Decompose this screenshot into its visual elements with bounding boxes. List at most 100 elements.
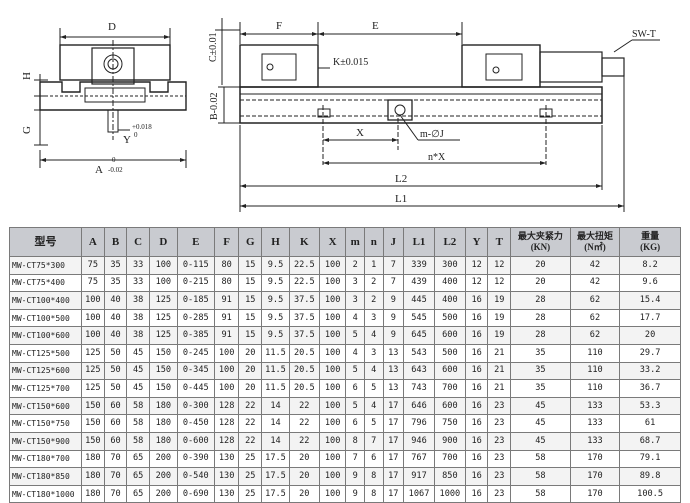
table-cell: 200 <box>148 449 178 469</box>
table-cell: 35 <box>510 379 571 398</box>
table-cell: 11.5 <box>261 361 290 381</box>
table-cell: 28 <box>510 308 571 328</box>
table-cell: 170 <box>569 449 621 469</box>
table-cell: 58 <box>126 431 150 451</box>
table-cell: 20 <box>238 343 263 363</box>
table-cell: 79.1 <box>619 449 681 469</box>
table-cell: 700 <box>433 449 466 469</box>
table-cell: 100 <box>318 379 347 398</box>
table-cell: 2 <box>364 291 384 310</box>
header-cell: K <box>288 227 320 257</box>
header-cell: D <box>148 227 178 257</box>
table-cell: 35 <box>510 343 571 363</box>
table-cell: 150 <box>148 361 178 381</box>
table-cell: 6 <box>345 379 365 398</box>
table-cell: 70 <box>103 467 128 486</box>
table-cell: 150 <box>148 343 178 363</box>
model-cell: MW-CT150*750 <box>8 414 83 433</box>
table-cell: 37.5 <box>288 326 320 345</box>
table-cell: 4 <box>345 308 365 328</box>
table-cell: 45 <box>126 343 150 363</box>
table-cell: 9.5 <box>261 291 290 310</box>
table-cell: 946 <box>403 431 435 451</box>
table-cell: 125 <box>81 343 105 363</box>
table-cell: 20 <box>238 361 263 381</box>
header-max-torque-unit: (N㎡) <box>584 242 606 252</box>
table-cell: 6 <box>364 449 384 469</box>
label-nX: n*X <box>428 152 446 163</box>
table-cell: 180 <box>81 484 105 503</box>
table-cell: 130 <box>213 449 240 469</box>
table-cell: 100 <box>148 256 178 275</box>
table-cell: 9.5 <box>261 326 290 345</box>
table-cell: 16 <box>464 449 489 469</box>
table-cell: 100 <box>318 273 347 293</box>
table-cell: 12 <box>464 273 489 293</box>
table-cell: 4 <box>364 326 384 345</box>
label-X: X <box>356 127 364 139</box>
table-cell: 8 <box>364 467 384 486</box>
table-cell: 13 <box>382 343 405 363</box>
label-y-tol-top: +0.018 <box>132 123 152 131</box>
label-B: B-0.02 <box>209 93 220 121</box>
table-cell: 645 <box>403 326 435 345</box>
table-header-row: 型号 A B C D E F G H K X m n J L1 L2 Y T 最… <box>8 227 681 257</box>
table-cell: 22 <box>238 396 263 416</box>
table-cell: 7 <box>382 273 405 293</box>
table-cell: 33 <box>126 256 150 275</box>
model-cell: MW-CT100*500 <box>8 308 83 328</box>
table-cell: 45 <box>510 431 571 451</box>
table-cell: 58 <box>126 396 150 416</box>
table-cell: 21 <box>487 343 512 363</box>
table-cell: 110 <box>569 379 621 398</box>
table-cell: 200 <box>148 467 178 486</box>
table-cell: 68.7 <box>619 431 681 451</box>
table-cell: 100 <box>148 273 178 293</box>
table-cell: 180 <box>148 414 178 433</box>
table-cell: 6 <box>345 414 365 433</box>
table-cell: 0-540 <box>176 467 215 486</box>
table-cell: 11.5 <box>261 379 290 398</box>
table-cell: 22 <box>288 431 320 451</box>
table-cell: 15 <box>238 308 263 328</box>
label-F: F <box>276 20 282 32</box>
table-cell: 20 <box>288 449 320 469</box>
table-cell: 80 <box>213 256 240 275</box>
table-cell: 91 <box>213 326 240 345</box>
table-cell: 20.5 <box>288 343 320 363</box>
header-cell: L2 <box>433 227 466 257</box>
table-cell: 21 <box>487 361 512 381</box>
vise-drawing-svg: D H G Y +0.018 0 A 0 -0.02 F E C±0.01 K±… <box>21 18 660 212</box>
table-cell: 8 <box>345 431 365 451</box>
label-C: C±0.01 <box>208 32 219 62</box>
table-cell: 150 <box>81 431 105 451</box>
table-cell: 8.2 <box>619 256 681 275</box>
table-cell: 61 <box>619 414 681 433</box>
table-cell: 600 <box>433 326 466 345</box>
table-cell: 180 <box>81 467 105 486</box>
table-cell: 5 <box>345 326 365 345</box>
table-cell: 4 <box>345 343 365 363</box>
table-cell: 100 <box>318 449 347 469</box>
header-weight-unit: (KG) <box>640 242 661 252</box>
table-cell: 80 <box>213 273 240 293</box>
model-cell: MW-CT180*700 <box>8 449 83 469</box>
header-max-force-label: 最大夹紧力 <box>517 231 563 241</box>
table-cell: 125 <box>148 326 178 345</box>
table-cell: 60 <box>103 396 128 416</box>
table-cell: 100 <box>318 396 347 416</box>
table-cell: 35 <box>103 273 128 293</box>
table-cell: 17 <box>382 484 405 503</box>
table-cell: 22 <box>288 414 320 433</box>
table-cell: 100.5 <box>619 484 681 503</box>
table-cell: 400 <box>433 291 466 310</box>
table-cell: 45 <box>510 396 571 416</box>
table-cell: 91 <box>213 308 240 328</box>
header-weight: 重量 (KG) <box>619 227 681 257</box>
spec-table-container: 型号 A B C D E F G H K X m n J L1 L2 Y T 最… <box>8 227 681 503</box>
table-cell: 16 <box>464 396 489 416</box>
table-cell: 23 <box>487 414 512 433</box>
